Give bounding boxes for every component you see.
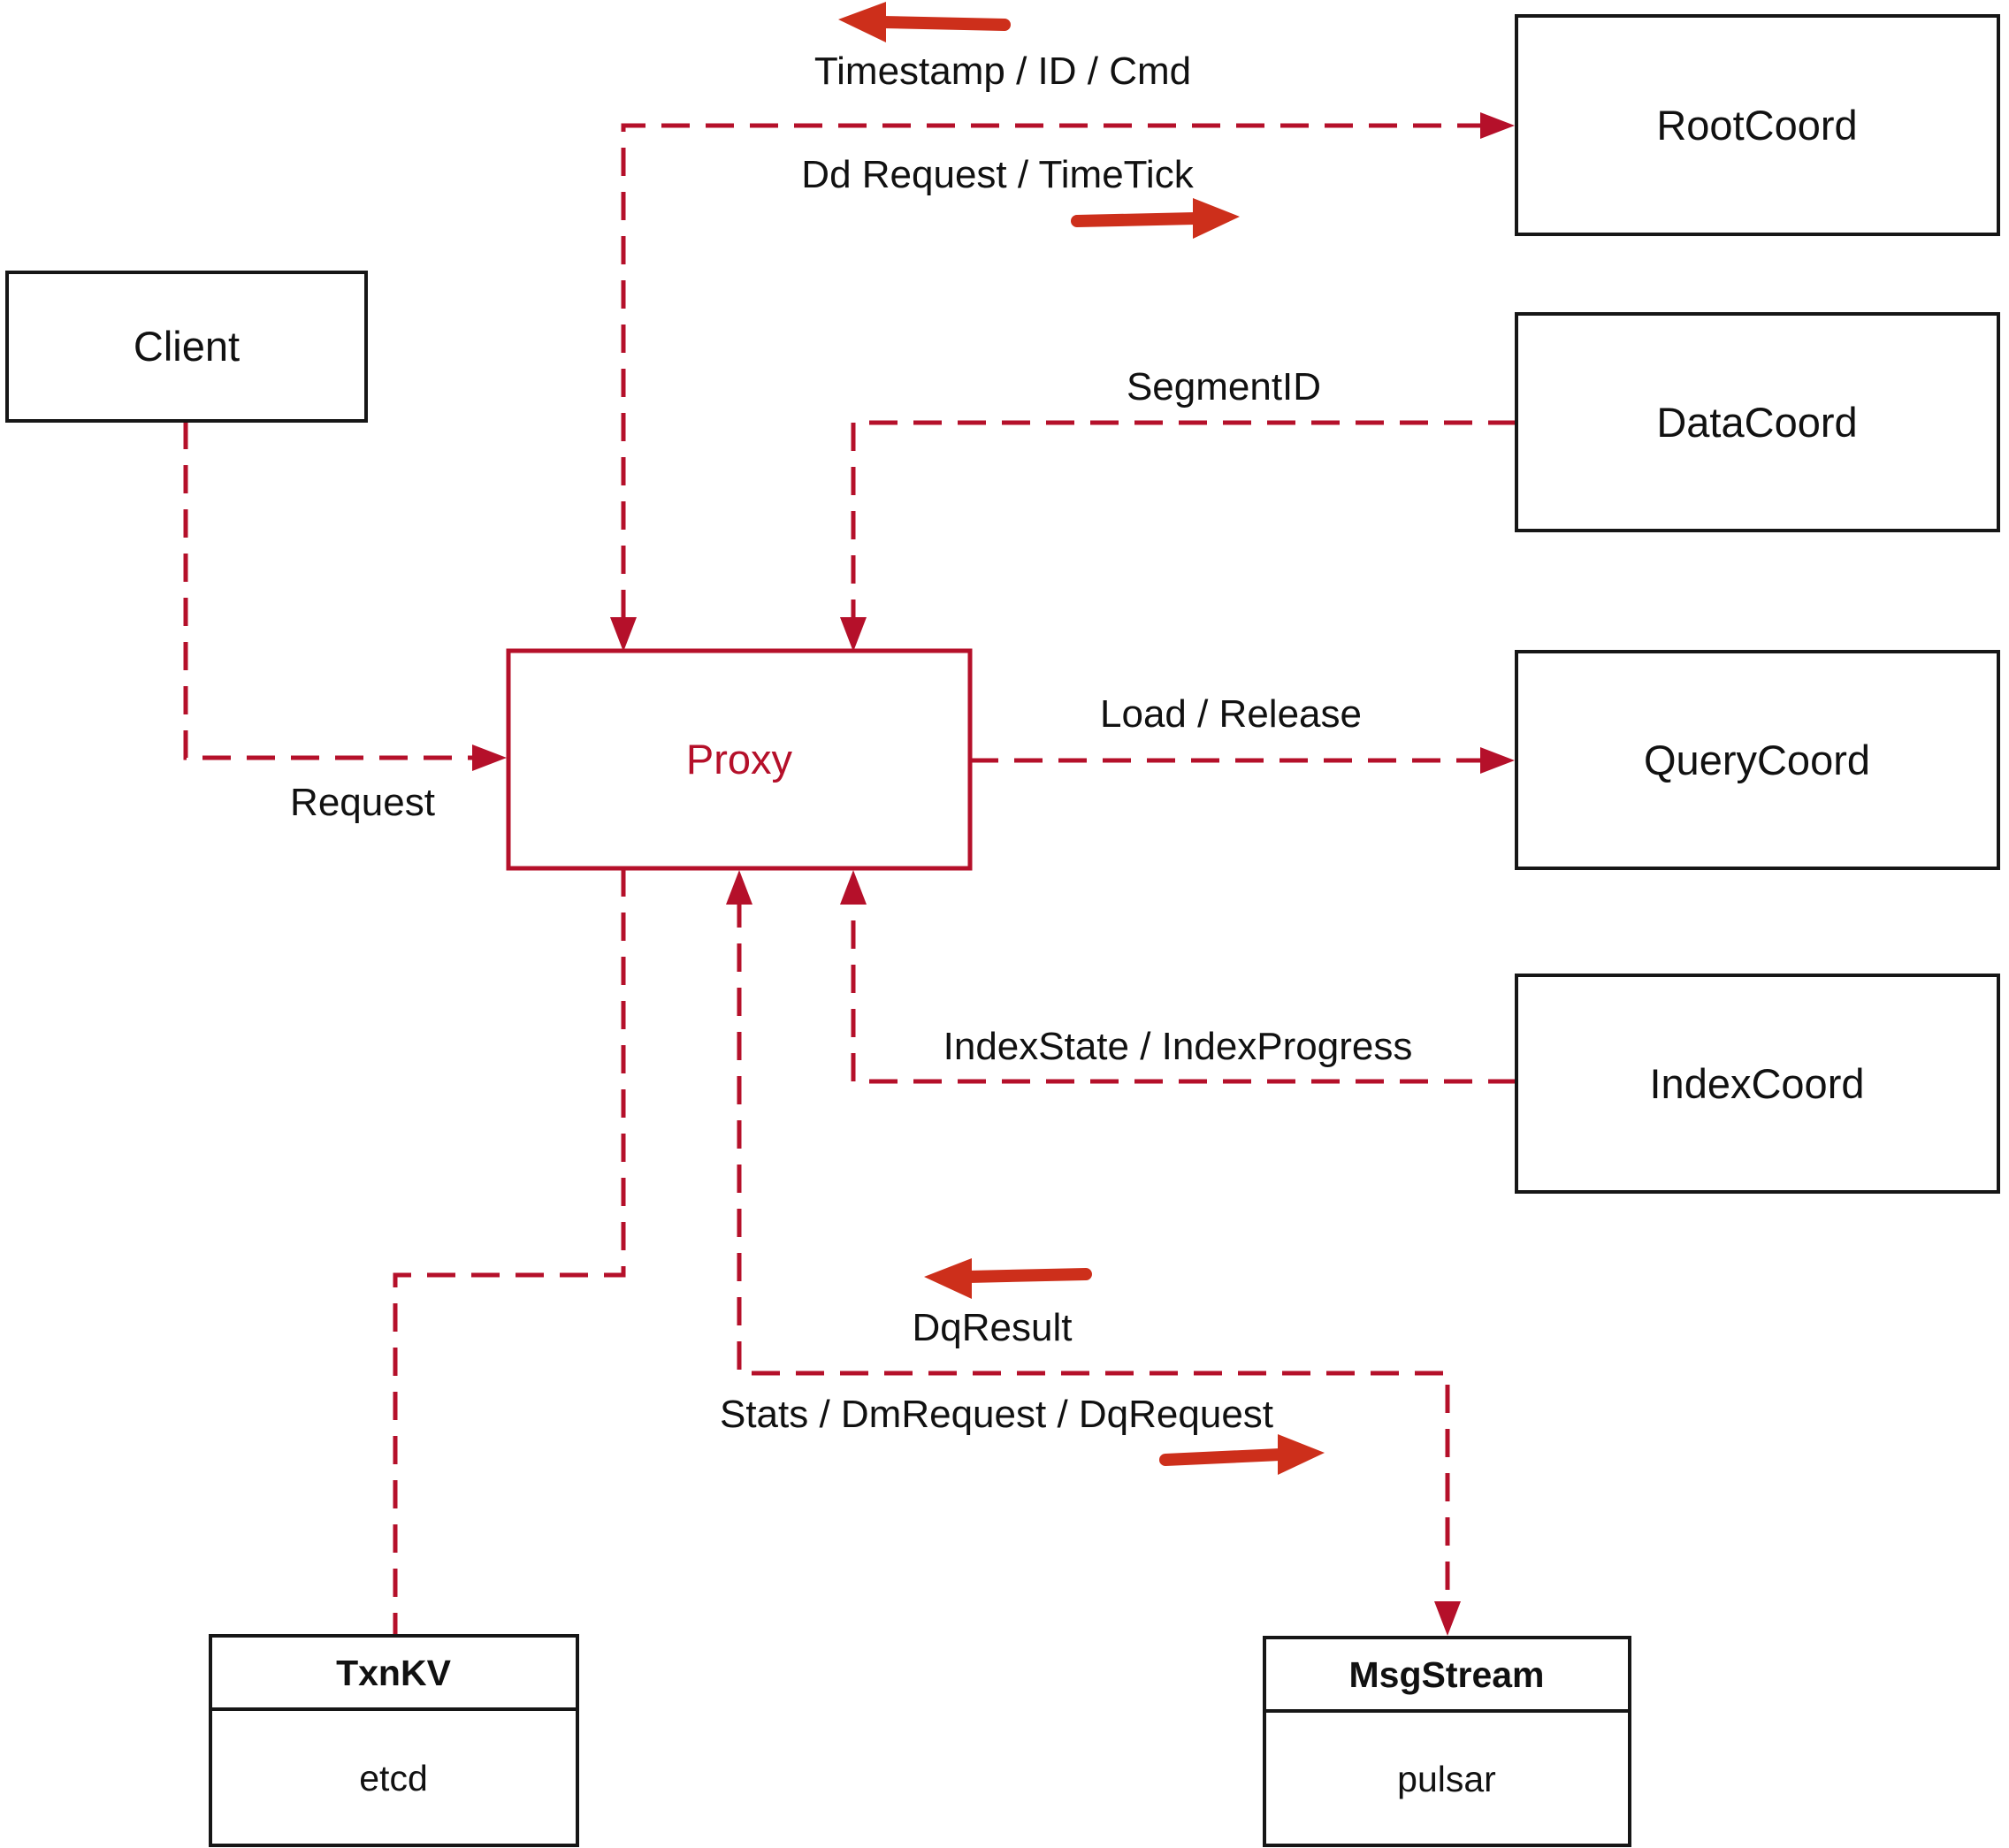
- arrowhead-into-rootcoord: [1480, 112, 1515, 139]
- arrowhead-into-proxy-bottom-right: [840, 870, 867, 905]
- arrowhead-into-msgstream: [1434, 1601, 1461, 1636]
- msgstream-impl: pulsar: [1397, 1759, 1496, 1799]
- label-dd-request-timetick: Dd Request / TimeTick: [801, 153, 1194, 196]
- rootcoord-box: [1515, 14, 2000, 236]
- datacoord-box: [1515, 312, 2000, 532]
- edge-datacoord-proxy: [851, 420, 1516, 621]
- querycoord-label: QueryCoord: [1644, 737, 1870, 783]
- label-segmentid: SegmentID: [1127, 365, 1321, 409]
- edge-proxy-txnkv: [393, 868, 626, 1634]
- txnkv-impl: etcd: [359, 1758, 428, 1798]
- label-timestamp-id-cmd: Timestamp / ID / Cmd: [814, 50, 1191, 93]
- txnkv-box: [209, 1634, 579, 1847]
- msgstream-title: MsgStream: [1348, 1654, 1544, 1695]
- label-indexstate-indexprogress: IndexState / IndexProgress: [943, 1025, 1413, 1068]
- client-label: Client: [134, 323, 240, 370]
- edge-proxy-msgstream: [737, 899, 1450, 1607]
- indexcoord-box: [1515, 974, 2000, 1194]
- edge-client-proxy: [183, 421, 479, 760]
- label-stats-dmrequest-dqrequest: Stats / DmRequest / DqRequest: [720, 1393, 1273, 1436]
- left-arrow-dqresult: [924, 1258, 1092, 1299]
- txnkv-title: TxnKV: [336, 1653, 452, 1693]
- proxy-label: Proxy: [686, 736, 793, 783]
- right-arrow-dd-request: [1071, 198, 1240, 239]
- proxy-box: [506, 648, 973, 871]
- right-arrow-stats: [1159, 1434, 1325, 1475]
- label-load-release: Load / Release: [1100, 692, 1362, 736]
- label-dqresult: DqResult: [913, 1306, 1073, 1349]
- client-box: [5, 271, 368, 423]
- arrowhead-into-querycoord: [1480, 747, 1515, 774]
- label-request: Request: [290, 781, 435, 824]
- querycoord-box: [1515, 650, 2000, 870]
- arrowhead-into-proxy-bottom-mid: [726, 870, 752, 905]
- arrowhead-into-proxy-left: [472, 745, 507, 771]
- edge-proxy-rootcoord: [621, 123, 1486, 621]
- datacoord-label: DataCoord: [1656, 399, 1857, 446]
- left-arrow-timestamp: [838, 2, 1011, 42]
- arrowhead-into-proxy-top-left: [610, 617, 637, 652]
- edge-indexcoord-proxy: [851, 899, 1516, 1084]
- msgstream-box: [1263, 1636, 1631, 1847]
- arrowhead-into-proxy-top-right: [840, 617, 867, 652]
- indexcoord-label: IndexCoord: [1650, 1060, 1865, 1107]
- rootcoord-label: RootCoord: [1656, 102, 1857, 149]
